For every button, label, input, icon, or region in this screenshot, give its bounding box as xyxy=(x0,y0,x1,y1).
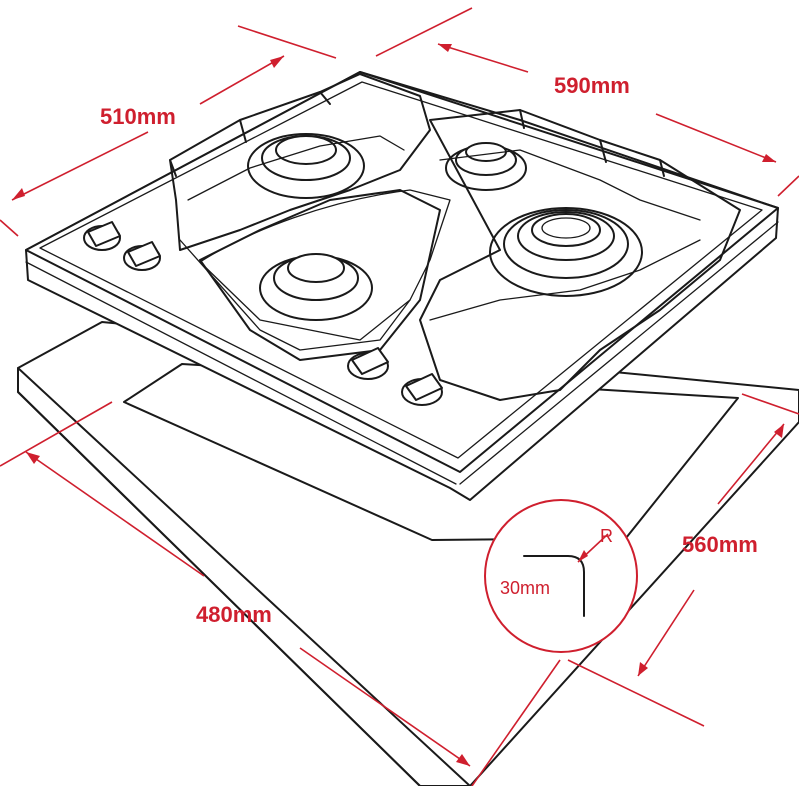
label-radius-symbol: R xyxy=(600,526,613,546)
burner-front-left xyxy=(259,253,373,321)
burner-front-right-wok xyxy=(489,207,643,297)
hob-top-plate xyxy=(25,71,779,473)
detail-circle xyxy=(484,499,638,653)
hob xyxy=(25,71,779,501)
dimension-hob-depth xyxy=(0,25,337,237)
pan-support-right xyxy=(419,109,741,401)
pan-support-left xyxy=(169,73,441,361)
dimension-cutout-width xyxy=(567,393,799,727)
label-radius-value: 30mm xyxy=(500,578,550,598)
control-knobs xyxy=(83,221,443,406)
label-hob-depth: 510mm xyxy=(100,104,176,129)
corner-radius-detail: R 30mm xyxy=(484,499,638,653)
worktop-cutout xyxy=(123,363,739,541)
dimension-cutout-depth xyxy=(0,401,561,786)
knob-1 xyxy=(83,221,121,251)
knob-4 xyxy=(401,373,443,406)
knob-3 xyxy=(347,347,389,380)
label-cutout-width: 560mm xyxy=(682,532,758,557)
dimension-hob-width xyxy=(375,7,799,197)
label-cutout-depth: 480mm xyxy=(196,602,272,627)
label-hob-width: 590mm xyxy=(554,73,630,98)
knob-2 xyxy=(123,241,161,271)
burner-back-left xyxy=(247,133,365,199)
